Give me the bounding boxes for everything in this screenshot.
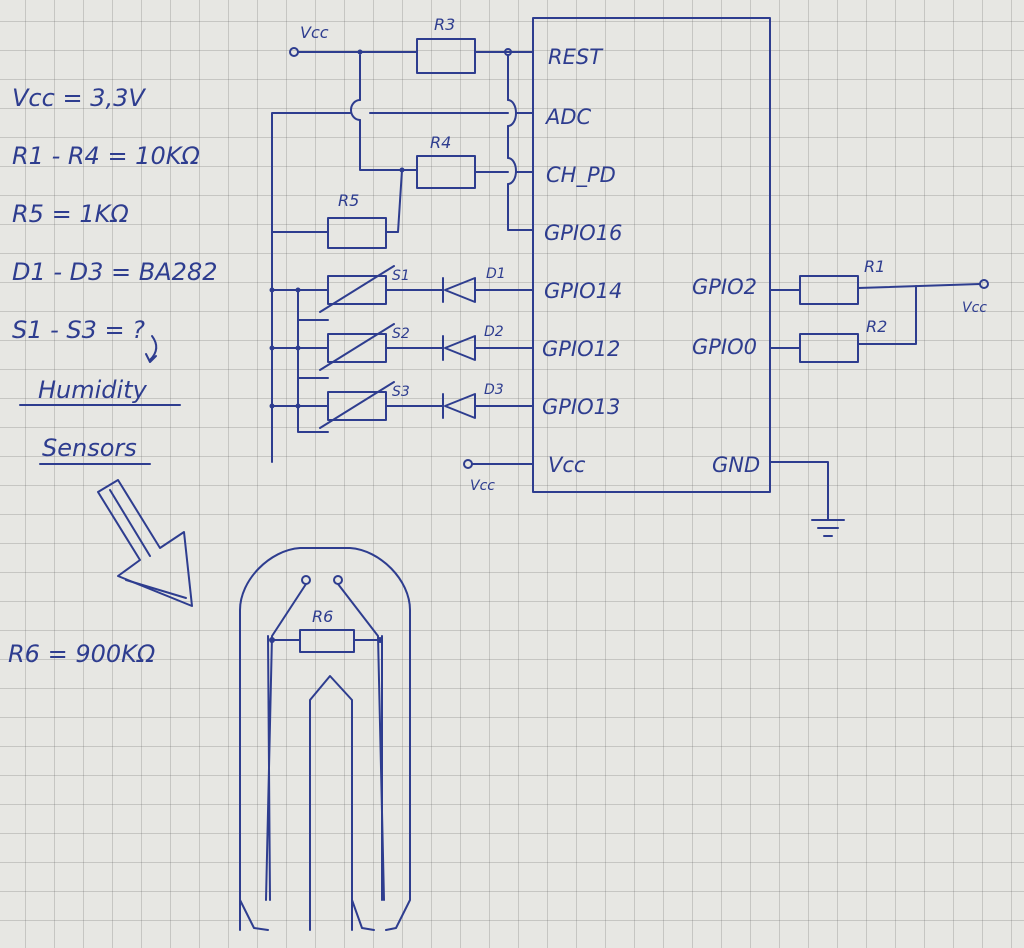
- pin-gpio2-label: GPIO2: [692, 275, 757, 299]
- s3-label: S3: [392, 384, 410, 400]
- vcc-right-label: Vcc: [962, 300, 987, 316]
- d3-label: D3: [484, 382, 504, 398]
- r2-label: R2: [866, 317, 887, 336]
- chip-outline: [532, 17, 771, 493]
- pin-gpio13-label: GPIO13: [542, 395, 620, 419]
- big-arrow-shading: [109, 489, 187, 599]
- resistor-r5: [327, 217, 387, 249]
- r6-label: R6: [312, 607, 333, 626]
- pin-gpio12-label: GPIO12: [542, 337, 620, 361]
- sensor-row-3: S3 D3: [269, 381, 534, 429]
- sensor-row-1: S1 D1: [269, 265, 534, 313]
- resistor-r6: [299, 629, 355, 653]
- crossover-hop-adc: [507, 99, 517, 127]
- diode-d3: [442, 393, 476, 419]
- probe-center-slot: [309, 675, 353, 931]
- r5-feed-wire: [385, 169, 403, 233]
- crossover-hop-chpd: [507, 157, 517, 185]
- crossover-hop-vcc: [350, 99, 361, 121]
- pin-vcc-label: Vcc: [548, 453, 586, 477]
- vcc-top-label: Vcc: [300, 23, 329, 42]
- adc-wire: [271, 112, 534, 463]
- d2-label: D2: [484, 324, 504, 340]
- probe-left-trace: [265, 583, 307, 901]
- s2-label: S2: [392, 326, 410, 342]
- pin-rest-label: REST: [548, 45, 604, 69]
- gpio16-feedback-wire: [507, 54, 534, 231]
- note-r6: R6 = 900KΩ: [8, 640, 156, 668]
- probe-right-trace: [337, 583, 385, 901]
- sensor-return-bus: [297, 289, 329, 433]
- inner-return-wire: [297, 289, 329, 433]
- boot-pullups: R1 Vcc R2: [769, 257, 989, 537]
- pin-gpio14-label: GPIO14: [544, 279, 622, 303]
- note-humidity: Humidity: [38, 376, 148, 404]
- adc-chpd-network: R4 R5: [271, 54, 534, 463]
- r1-label: R1: [864, 257, 885, 276]
- pin-chpd-label: CH_PD: [546, 163, 616, 188]
- resistor-r1: [799, 275, 859, 305]
- chpd-wire: [401, 169, 534, 173]
- vcc-chip-terminal: [463, 459, 473, 469]
- junction-dot: [357, 49, 363, 55]
- pin-gpio16-label: GPIO16: [544, 221, 622, 245]
- s1-label: S1: [392, 268, 410, 284]
- s2-variable-slash: [319, 323, 395, 371]
- probe-left-tip: [239, 899, 269, 931]
- pin-gpio0-label: GPIO0: [692, 335, 757, 359]
- vcc-top-terminal: [289, 47, 299, 57]
- sensor-row-2: S2 D2: [269, 323, 534, 371]
- reset-network: Vcc R3: [289, 15, 534, 231]
- pin-adc-label: ADC: [544, 105, 592, 129]
- resistor-r2: [799, 333, 859, 363]
- note-vcc: Vcc = 3,3V: [12, 84, 146, 112]
- note-sensors: Sensors: [42, 434, 137, 462]
- r5-label: R5: [338, 191, 359, 210]
- ground-icon: [811, 519, 845, 537]
- note-r5: R5 = 1KΩ: [12, 200, 129, 228]
- probe-terminal-left: [301, 575, 311, 585]
- esp-chip: REST ADC CH_PD GPIO16 GPIO14 GPIO12 GPIO…: [532, 17, 771, 493]
- note-arrow: [145, 335, 158, 363]
- r1-to-vcc-wire: [857, 283, 981, 289]
- probe-center-tip: [351, 899, 375, 931]
- component-notes: Vcc = 3,3V R1 - R4 = 10KΩ R5 = 1KΩ D1 - …: [8, 84, 217, 668]
- r3-label: R3: [434, 15, 455, 34]
- return-stubs: [297, 319, 329, 379]
- gnd-wire: [769, 461, 829, 521]
- r2-to-vcc-wire: [857, 285, 917, 345]
- pin-gnd-label: GND: [712, 453, 760, 477]
- vcc-chip-label: Vcc: [470, 478, 495, 494]
- vcc-right-terminal: [979, 279, 989, 289]
- big-arrow-icon: [97, 479, 193, 607]
- humidity-probe-drawing: R6: [239, 547, 411, 931]
- s3-variable-slash: [319, 381, 395, 429]
- diode-d1: [442, 277, 476, 303]
- vcc-to-r4-wire: [359, 54, 403, 171]
- diode-d2: [442, 335, 476, 361]
- d1-label: D1: [486, 266, 506, 282]
- resistor-r4: [416, 155, 476, 189]
- resistor-r3: [416, 38, 476, 74]
- note-s1-s3: S1 - S3 = ?: [12, 316, 145, 344]
- probe-outline: [239, 547, 411, 931]
- s1-variable-slash: [319, 265, 395, 313]
- note-d1-d3: D1 - D3 = BA282: [12, 258, 217, 286]
- note-r1-r4: R1 - R4 = 10KΩ: [12, 142, 200, 170]
- r4-label: R4: [430, 133, 451, 152]
- probe-terminal-right: [333, 575, 343, 585]
